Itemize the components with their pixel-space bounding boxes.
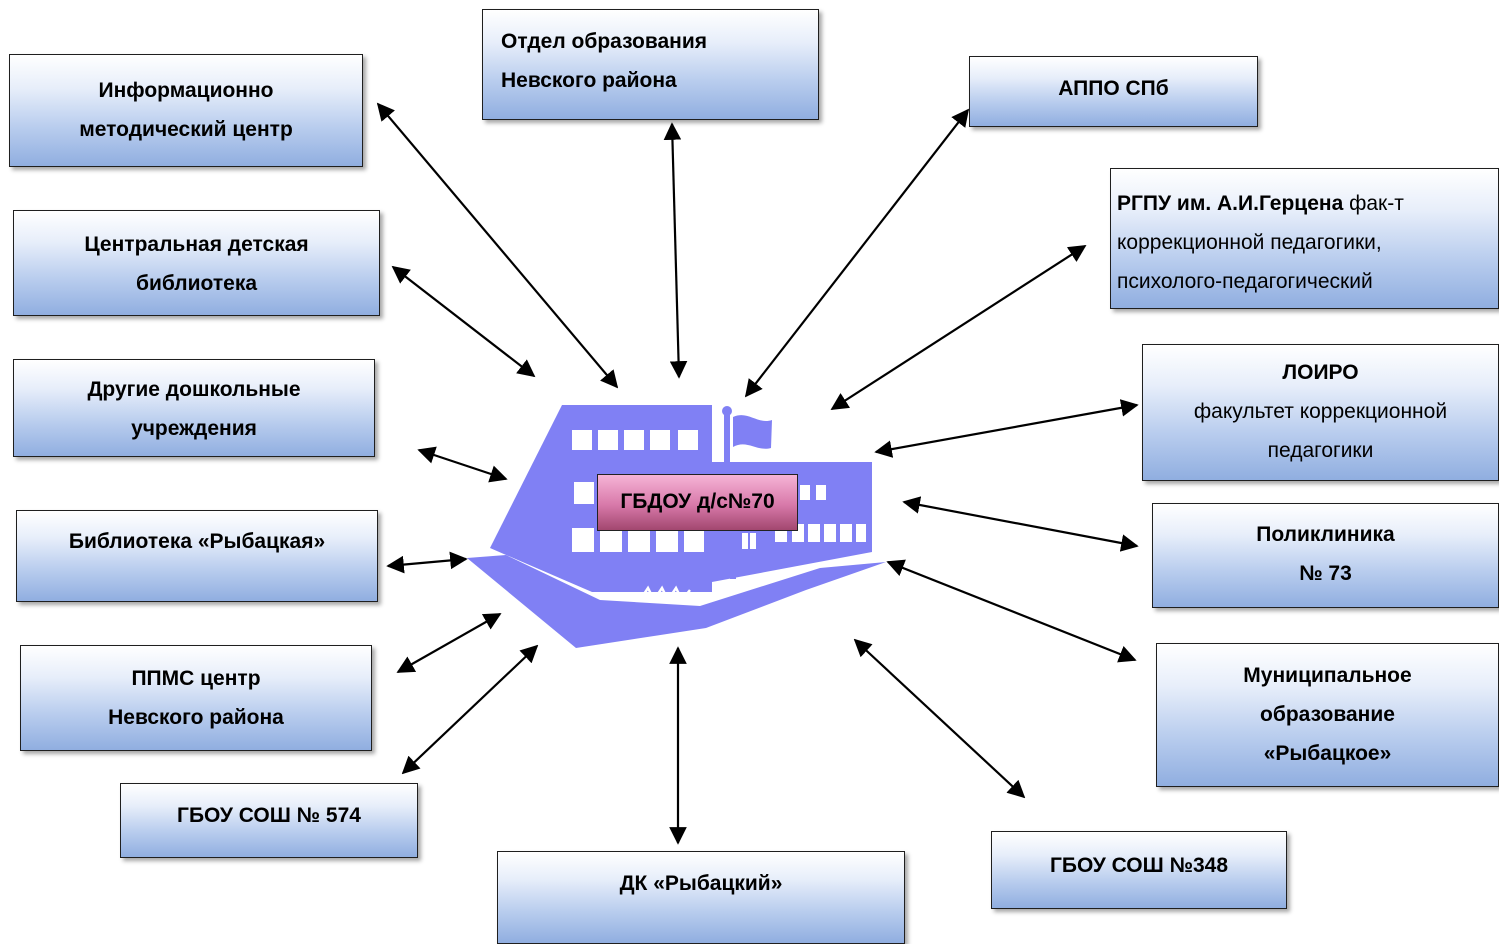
box-sosh574-line1: ГБОУ СОШ № 574: [177, 804, 361, 827]
box-otdel-line2: Невского района: [501, 69, 677, 92]
box-rgpu-rest: фак-т: [1343, 192, 1404, 215]
box-mo-line1: Муниципальное: [1243, 664, 1412, 687]
box-imc-line2: методический центр: [79, 118, 293, 141]
arrow-sosh574: [401, 644, 539, 775]
box-dk-line1: ДК «Рыбацкий»: [619, 872, 783, 895]
box-cdb-line1: Центральная детская: [84, 233, 309, 256]
box-other-dou-line1: Другие дошкольные: [87, 378, 301, 401]
center-label-text: ГБДОУ д/с№70: [620, 490, 775, 513]
box-imc: Информационно методический центр: [9, 54, 363, 167]
box-rgpu: РГПУ им. А.И.Герцена фак-т коррекционной…: [1110, 168, 1499, 309]
box-ppms-line1: ППМС центр: [131, 667, 261, 690]
arrow-other-dou: [417, 446, 508, 483]
box-mo-line2: образование: [1260, 703, 1395, 726]
arrow-rgpu: [830, 245, 1087, 410]
box-rgpu-line2: коррекционной педагогики,: [1117, 231, 1382, 254]
box-mo-line3: «Рыбацкое»: [1263, 742, 1392, 765]
arrow-imc: [376, 102, 619, 389]
box-loiro-line1: ЛОИРО: [1282, 361, 1359, 384]
box-dk: ДК «Рыбацкий»: [497, 851, 905, 944]
arrow-otdel: [663, 122, 688, 379]
box-sosh574: ГБОУ СОШ № 574: [120, 783, 418, 858]
box-rgpu-line1: РГПУ им. А.И.Герцена фак-т: [1117, 184, 1498, 223]
box-imc-line1: Информационно: [98, 79, 274, 102]
box-loiro-line2: факультет коррекционной: [1193, 400, 1448, 423]
box-ppms: ППМС центр Невского района: [20, 645, 372, 751]
box-poli-line2: № 73: [1299, 562, 1352, 585]
box-bibl-line1: Библиотека «Рыбацкая»: [68, 530, 326, 553]
box-appo: АППО СПб: [969, 56, 1258, 127]
arrow-poli: [902, 496, 1139, 552]
box-otdel-line1: Отдел образования: [501, 30, 707, 53]
box-poli-line1: Поликлиника: [1256, 523, 1395, 546]
arrow-bibl: [386, 551, 468, 574]
arrow-mo: [886, 559, 1137, 663]
box-rgpu-bold: РГПУ им. А.И.Герцена: [1117, 192, 1344, 215]
box-sosh348-line1: ГБОУ СОШ №348: [1049, 854, 1229, 877]
box-poli: Поликлиника № 73: [1152, 503, 1499, 608]
box-cdb: Центральная детская библиотека: [13, 210, 380, 316]
box-bibl: Библиотека «Рыбацкая»: [16, 510, 378, 602]
box-other-dou-line2: учреждения: [131, 417, 257, 440]
arrow-sosh348: [853, 638, 1026, 799]
box-mo: Муниципальное образование «Рыбацкое»: [1156, 643, 1499, 787]
box-loiro-line3: педагогики: [1267, 439, 1374, 462]
box-loiro: ЛОИРО факультет коррекционной педагогики: [1142, 344, 1499, 481]
box-sosh348: ГБОУ СОШ №348: [991, 831, 1287, 909]
box-other-dou: Другие дошкольные учреждения: [13, 359, 375, 457]
box-otdel: Отдел образования Невского района: [482, 9, 819, 120]
box-ppms-line2: Невского района: [108, 706, 284, 729]
box-cdb-line2: библиотека: [135, 272, 258, 295]
arrow-cdb: [391, 265, 536, 378]
box-appo-line1: АППО СПб: [1058, 77, 1169, 100]
center-label: ГБДОУ д/с№70: [597, 474, 798, 531]
arrow-loiro: [874, 399, 1139, 458]
box-rgpu-line3: психолого-педагогический: [1117, 270, 1373, 293]
